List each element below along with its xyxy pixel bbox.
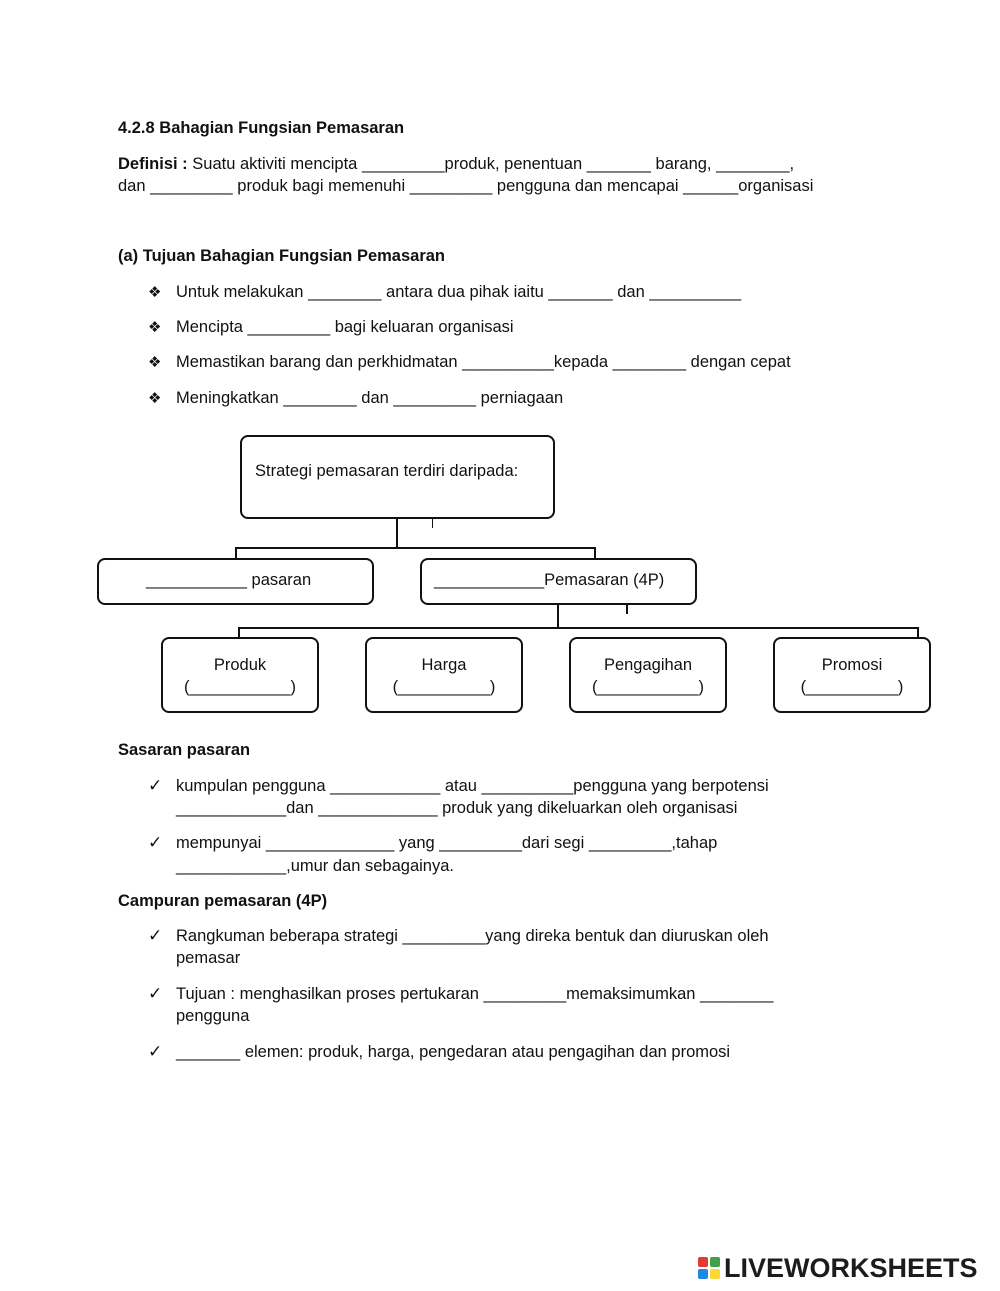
connector: [594, 547, 596, 558]
target-market-title: Sasaran pasaran: [118, 741, 251, 759]
connector: [238, 627, 919, 629]
diamond-bullet-icon: ❖: [148, 284, 162, 301]
node-promosi-blank: (__________): [800, 678, 904, 696]
purpose-item-2: Mencipta _________ bagi keluaran organis…: [176, 318, 514, 336]
target-item-1-line-2: ____________dan _____________ produk yan…: [176, 799, 738, 817]
node-produk: Produk (___________): [161, 637, 319, 713]
node-pengagihan: Pengagihan (___________): [569, 637, 727, 713]
connector: [917, 627, 919, 638]
check-icon: ✓: [148, 833, 163, 852]
target-item-2-line-2: ____________,umur dan sebagainya.: [176, 857, 454, 875]
logo-mark-icon: [698, 1257, 720, 1279]
diamond-bullet-icon: ❖: [148, 354, 162, 371]
mix-item-2-line-1: Tujuan : menghasilkan proses pertukaran …: [176, 985, 774, 1003]
definition-line-1: Definisi : Suatu aktiviti mencipta _____…: [118, 155, 794, 174]
marketing-mix-title: Campuran pemasaran (4P): [118, 892, 328, 910]
node-harga-blank: (__________): [392, 678, 496, 696]
node-pengagihan-label: Pengagihan: [603, 656, 693, 674]
connector: [396, 519, 398, 548]
node-harga: Harga (__________): [365, 637, 523, 713]
check-icon: ✓: [148, 926, 163, 945]
marketing-mix-label: ____________Pemasaran (4P): [434, 571, 665, 589]
definition-label: Definisi :: [118, 155, 188, 173]
target-market-box: ___________ pasaran: [97, 558, 374, 605]
mix-item-3-line-1: _______ elemen: produk, harga, pengedara…: [176, 1043, 731, 1061]
marketing-mix-box: ____________Pemasaran (4P): [420, 558, 697, 605]
mix-item-1-line-1: Rangkuman beberapa strategi _________yan…: [176, 927, 769, 945]
mix-item-1-line-2: pemasar: [176, 949, 241, 967]
node-pengagihan-blank: (___________): [592, 678, 704, 696]
check-icon: ✓: [148, 776, 163, 795]
target-item-2-line-1: mempunyai ______________ yang _________d…: [176, 834, 718, 852]
diamond-bullet-icon: ❖: [148, 390, 162, 407]
definition-text-1: Suatu aktiviti mencipta _________produk,…: [192, 155, 795, 173]
purpose-item-4: Meningkatkan ________ dan _________ pern…: [176, 389, 564, 407]
node-produk-blank: (___________): [184, 678, 296, 696]
connector: [432, 519, 433, 528]
diagram-root-label: Strategi pemasaran terdiri daripada:: [255, 462, 519, 480]
purpose-item-1: Untuk melakukan ________ antara dua piha…: [176, 283, 742, 301]
connector: [235, 547, 596, 549]
target-item-1-line-1: kumpulan pengguna ____________ atau ____…: [176, 777, 769, 795]
check-icon: ✓: [148, 984, 163, 1003]
target-market-label: ___________ pasaran: [146, 571, 312, 589]
diamond-bullet-icon: ❖: [148, 319, 162, 336]
section-a-title: (a) Tujuan Bahagian Fungsian Pemasaran: [118, 247, 446, 265]
purpose-item-3: Memastikan barang dan perkhidmatan _____…: [176, 353, 791, 371]
node-harga-label: Harga: [421, 656, 467, 674]
diagram-root-box: Strategi pemasaran terdiri daripada:: [240, 435, 555, 519]
connector: [626, 605, 628, 614]
page-title: 4.2.8 Bahagian Fungsian Pemasaran: [118, 119, 405, 137]
node-produk-label: Produk: [213, 656, 267, 674]
logo-text: LIVEWORKSHEETS: [724, 1252, 978, 1283]
node-promosi-label: Promosi: [821, 656, 883, 674]
node-promosi: Promosi (__________): [773, 637, 931, 713]
connector: [557, 605, 559, 628]
liveworksheets-logo: LIVEWORKSHEETS: [698, 1253, 978, 1283]
check-icon: ✓: [148, 1042, 163, 1061]
mix-item-2-line-2: pengguna: [176, 1007, 250, 1025]
connector: [238, 627, 240, 638]
connector: [235, 547, 237, 558]
definition-line-2: dan _________ produk bagi memenuhi _____…: [118, 177, 814, 195]
